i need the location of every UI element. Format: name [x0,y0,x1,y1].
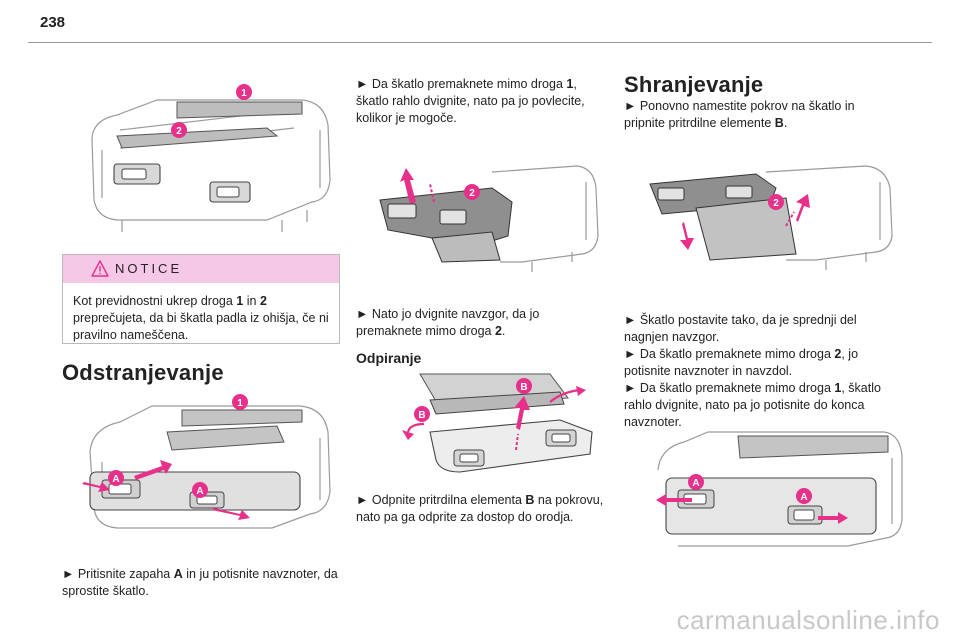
notice-header: NOTICE [63,255,339,283]
marker-2: 2 [176,126,182,137]
storage-step-4: ► Da škatlo premaknete mimo droga 1, ška… [624,381,881,429]
marker-b-right: B [520,382,527,393]
marker-2: 2 [469,188,475,199]
marker-badge [171,84,252,138]
marker-b-left: B [418,410,425,421]
middle-step-3: ► Nato jo dvignite navzgor, da jo premak… [356,307,540,338]
notice-text: Kot previdnostni ukrep droga 1 in 2 prep… [73,294,329,342]
notice-box: NOTICE Kot previdnostni ukrep droga 1 in… [62,254,340,344]
page-number: 238 [40,14,66,31]
middle-step-4: ► Odpnite pritrdilna elementa B na pokro… [356,493,604,524]
illustration-storage-tilt: 2 [646,164,896,272]
marker-a-left: A [692,478,699,489]
warning-triangle-icon [91,260,109,282]
heading-storage: Shranjevanje [624,72,764,97]
heading-opening: Odpiranje [356,350,422,366]
illustration-box-with-bars: 1 2 [62,70,340,240]
heading-removal: Odstranjevanje [62,360,224,385]
marker-a-left: A [112,474,119,485]
marker-2: 2 [773,198,779,209]
notice-title: NOTICE [115,261,183,276]
storage-step-1: ► Ponovno namestite pokrov na škatlo in … [624,99,855,130]
illustration-lift-out: 2 [372,162,606,274]
illustration-opening: B B [400,372,596,484]
illustration-removal: 1 A A [62,392,340,542]
header-rule [28,42,932,43]
illustration-storage-push: A A [648,428,904,548]
removal-step-1: ► Pritisnite zapaha A in ju potisnite na… [62,567,338,598]
marker-a-right: A [800,492,807,503]
marker-1: 1 [241,88,247,99]
middle-step-2: ► Da škatlo premaknete mimo droga 1, ška… [356,77,585,125]
marker-1: 1 [237,398,243,409]
marker-a-right: A [196,486,203,497]
storage-step-3: ► Da škatlo premaknete mimo droga 2, jo … [624,347,859,378]
watermark: carmanualsonline.info [676,605,940,635]
storage-step-2: ► Škatlo postavite tako, da je sprednji … [624,313,857,344]
